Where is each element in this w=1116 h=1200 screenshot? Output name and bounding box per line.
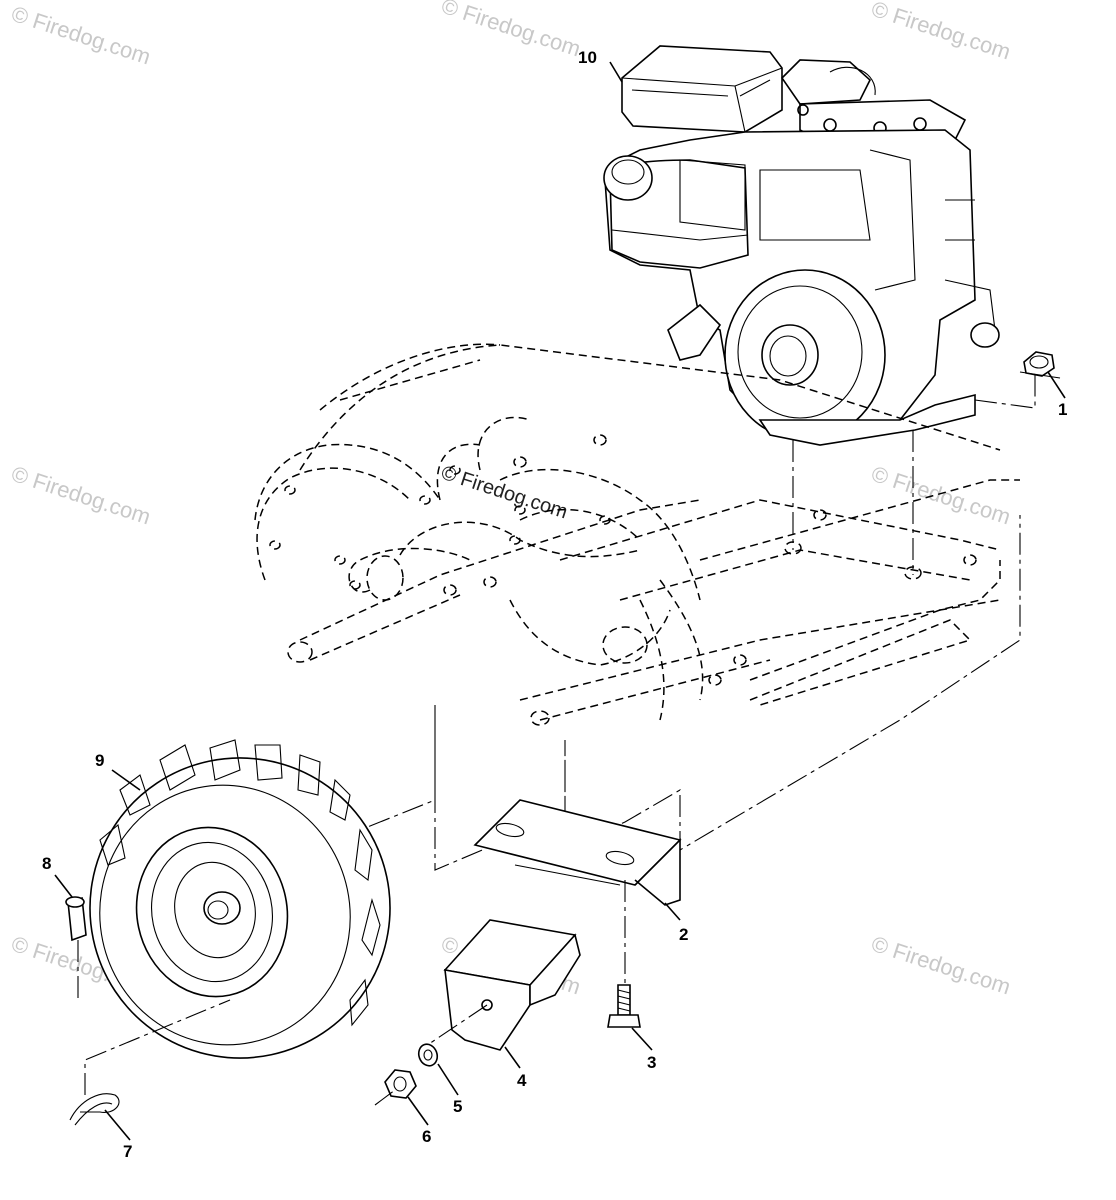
clevis-pin bbox=[65, 896, 87, 1000]
watermark-center: © Firedog.com bbox=[438, 462, 570, 524]
callout-8: 8 bbox=[42, 854, 51, 873]
bracket bbox=[473, 799, 682, 906]
engine-mount-line bbox=[974, 355, 1036, 409]
engine-drawing bbox=[603, 45, 1000, 446]
callout-6: 6 bbox=[422, 1127, 431, 1146]
tiller-frame-dashed bbox=[254, 343, 1020, 726]
callout-9: 9 bbox=[95, 751, 104, 770]
watermark: © Firedog.com bbox=[868, 931, 1013, 999]
callout-10: 10 bbox=[578, 48, 597, 67]
hex-nut bbox=[374, 1069, 417, 1106]
tire-wheel bbox=[89, 739, 391, 1059]
callouts: 1 2 3 4 5 6 7 8 9 10 bbox=[42, 48, 1067, 1161]
bolt bbox=[607, 880, 641, 1028]
watermark: © Firedog.com bbox=[868, 461, 1013, 529]
callout-leaders bbox=[54, 61, 1066, 1141]
watermark: © Firedog.com bbox=[868, 0, 1013, 64]
engine-mount-nut bbox=[1019, 351, 1061, 379]
axle-centerline bbox=[209, 515, 1021, 911]
callout-5: 5 bbox=[453, 1097, 462, 1116]
hairpin-clip bbox=[69, 999, 231, 1126]
weight-block bbox=[419, 919, 581, 1051]
callout-4: 4 bbox=[517, 1071, 527, 1090]
watermark: © Firedog.com bbox=[438, 0, 583, 61]
watermark: © Firedog.com bbox=[8, 1, 153, 69]
watermark: © Firedog.com bbox=[8, 461, 153, 529]
callout-1: 1 bbox=[1058, 400, 1067, 419]
lock-washer bbox=[417, 1043, 439, 1067]
callout-7: 7 bbox=[123, 1142, 132, 1161]
callout-3: 3 bbox=[647, 1053, 656, 1072]
callout-2: 2 bbox=[679, 925, 688, 944]
